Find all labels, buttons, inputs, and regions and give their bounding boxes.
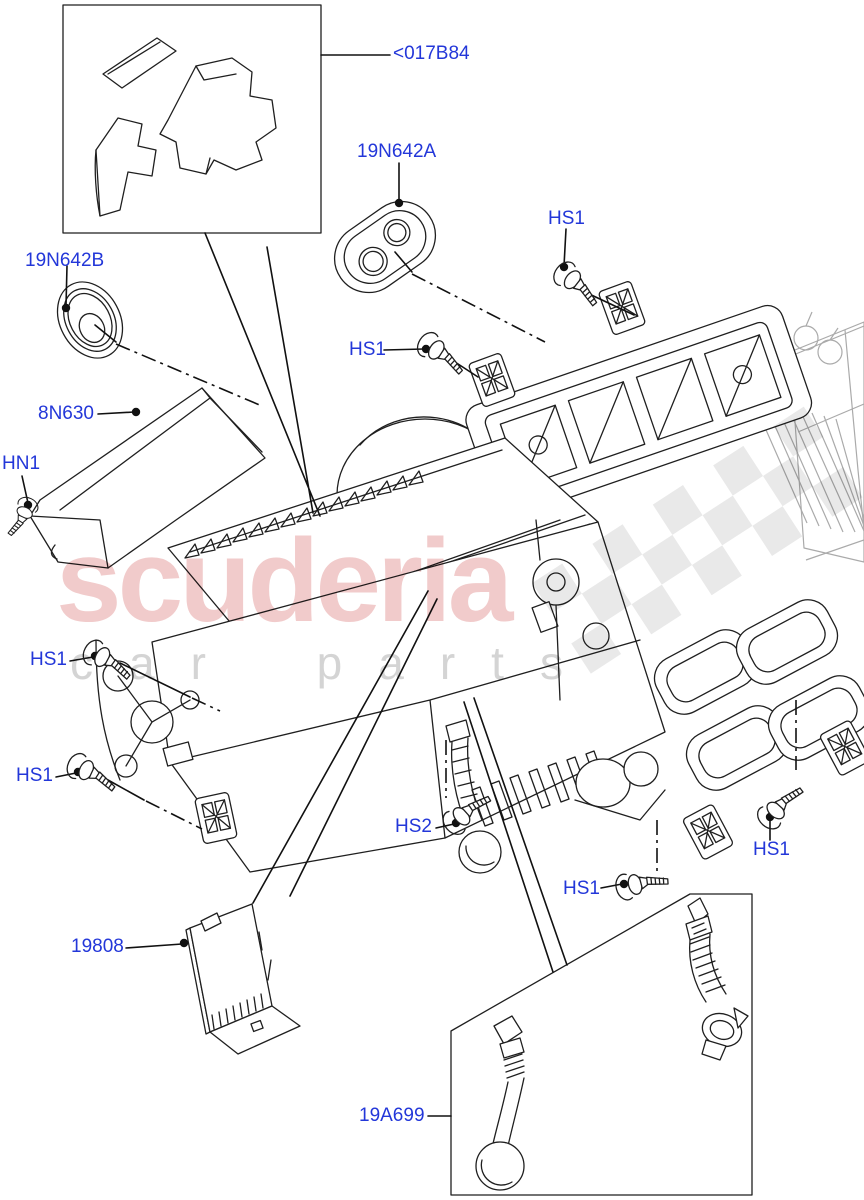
label-19808[interactable]: 19808 (71, 936, 124, 957)
leader-lines (21, 54, 797, 1117)
label-19a699[interactable]: 19A699 (359, 1105, 425, 1126)
housing-slats (471, 750, 608, 827)
grommet-19n642b (56, 281, 124, 359)
insulation-pieces (94, 37, 277, 217)
mount-foot-bottom-right (681, 803, 735, 861)
hs1-screw-right-icon (752, 776, 809, 835)
inset-box-drain-hoses (450, 893, 753, 1196)
mount-foot-top (597, 279, 647, 337)
label-hn1[interactable]: HN1 (2, 453, 41, 474)
label-hs2[interactable]: HS2 (395, 816, 432, 837)
filter-panel-8n630 (29, 387, 266, 569)
inset-box-insulation (62, 4, 322, 234)
left-actuators (95, 639, 200, 781)
drain-hose-assembly (445, 719, 502, 874)
drain-hose-right (685, 897, 749, 1061)
compressor-part (574, 751, 666, 821)
drain-hose-left (475, 1015, 525, 1191)
hvac-assembly (95, 279, 864, 874)
label-hs1-bottom-center[interactable]: HS1 (563, 878, 600, 899)
label-017b84[interactable]: <017B84 (393, 43, 470, 64)
hs1-screw-upper-mid-icon (412, 327, 472, 380)
hs1-screw-top-right-icon (548, 257, 608, 311)
intake-sawtooth (184, 470, 424, 559)
label-hs1-top-right[interactable]: HS1 (548, 208, 585, 229)
label-hs1-upper-mid[interactable]: HS1 (349, 339, 386, 360)
label-8n630[interactable]: 8N630 (38, 403, 94, 424)
hn1-nut-icon (3, 493, 42, 542)
label-19n642b[interactable]: 19N642B (25, 250, 105, 271)
label-hs1-left-lower[interactable]: HS1 (16, 765, 53, 786)
label-hs1-right[interactable]: HS1 (753, 839, 790, 860)
label-hs1-left-upper[interactable]: HS1 (30, 649, 67, 670)
label-19n642a[interactable]: 19N642A (357, 141, 437, 162)
module-19808 (185, 903, 301, 1055)
grommet-19n642a (333, 200, 437, 294)
vent-outlets (646, 591, 864, 799)
